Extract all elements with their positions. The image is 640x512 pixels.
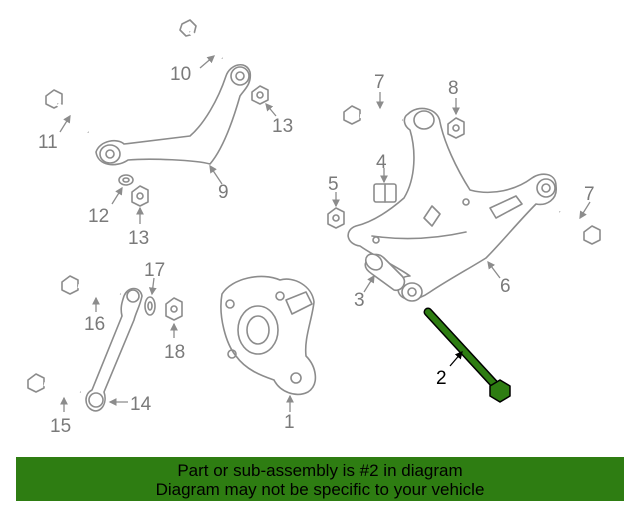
callout-14: 14 [130, 394, 152, 415]
callout-8: 8 [448, 78, 459, 99]
info-banner: Part or sub-assembly is #2 in diagram Di… [16, 457, 624, 501]
callout-4: 4 [376, 152, 387, 173]
bolt-11 [45, 89, 90, 134]
nut-13-upper [251, 85, 269, 105]
bolt-7-upper [343, 105, 403, 125]
bolt-7-right [558, 210, 601, 245]
bolt-16 [61, 275, 121, 296]
bolt-2-highlighted [423, 307, 511, 403]
callout-3: 3 [354, 290, 365, 311]
nut-5 [327, 207, 345, 229]
callout-7-upper: 7 [374, 72, 385, 93]
callout-15: 15 [50, 416, 71, 437]
callout-7-right: 7 [584, 184, 595, 205]
callout-6: 6 [500, 276, 511, 297]
bolt-15 [27, 373, 81, 394]
toe-link-14 [85, 287, 143, 412]
callout-11: 11 [38, 132, 58, 153]
knuckle-1 [220, 275, 317, 396]
bolt-10 [179, 19, 224, 60]
nut-18 [165, 297, 183, 321]
callout-17: 17 [144, 260, 165, 281]
lower-control-arm-6 [347, 107, 557, 302]
callout-18: 18 [164, 342, 185, 363]
callout-1: 1 [284, 412, 295, 433]
bushing-4 [373, 183, 397, 203]
sleeve-3 [364, 253, 406, 292]
banner-line-disclaimer: Diagram may not be specific to your vehi… [155, 480, 485, 499]
nut-13-lower [131, 185, 149, 207]
callout-9: 9 [218, 182, 229, 203]
callout-13-upper: 13 [272, 116, 293, 137]
upper-control-arm-9 [95, 64, 252, 166]
callout-5: 5 [328, 174, 339, 195]
banner-line-part: Part or sub-assembly is #2 in diagram [177, 461, 463, 480]
nut-8 [447, 117, 465, 139]
callout-16: 16 [84, 314, 105, 335]
callout-10: 10 [170, 64, 191, 85]
washer-12 [118, 174, 134, 186]
callout-12: 12 [88, 206, 109, 227]
callout-2: 2 [436, 368, 447, 389]
callout-13-lower: 13 [128, 228, 149, 249]
washer-17 [144, 296, 156, 316]
